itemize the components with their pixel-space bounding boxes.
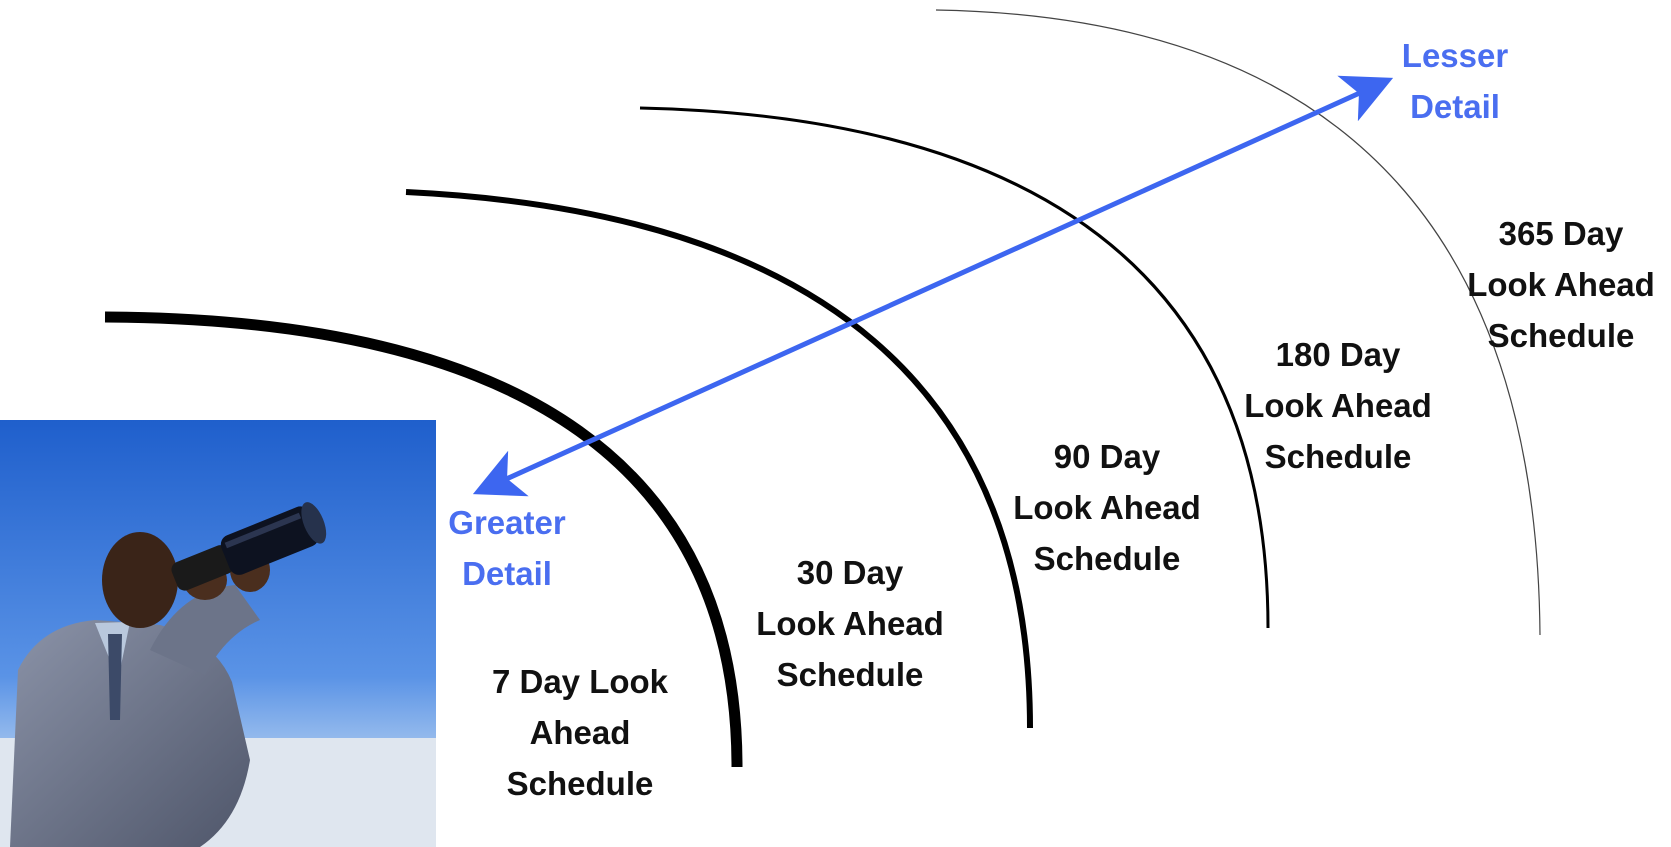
horizon-label-365-day: 365 Day Look Ahead Schedule [1467,215,1655,354]
detail-arrow [472,75,1394,497]
horizon-label-180-day: 180 Day Look Ahead Schedule [1244,336,1432,475]
greater-detail-label: Greater Detail [448,504,566,592]
man-with-telescope-photo [0,420,436,847]
lesser-detail-label: Lesser Detail [1401,37,1509,125]
horizon-label-90-day: 90 Day Look Ahead Schedule [1013,438,1201,577]
horizon-label-7-day: 7 Day Look Ahead Schedule [491,663,669,802]
horizon-label-30-day: 30 Day Look Ahead Schedule [756,554,944,693]
